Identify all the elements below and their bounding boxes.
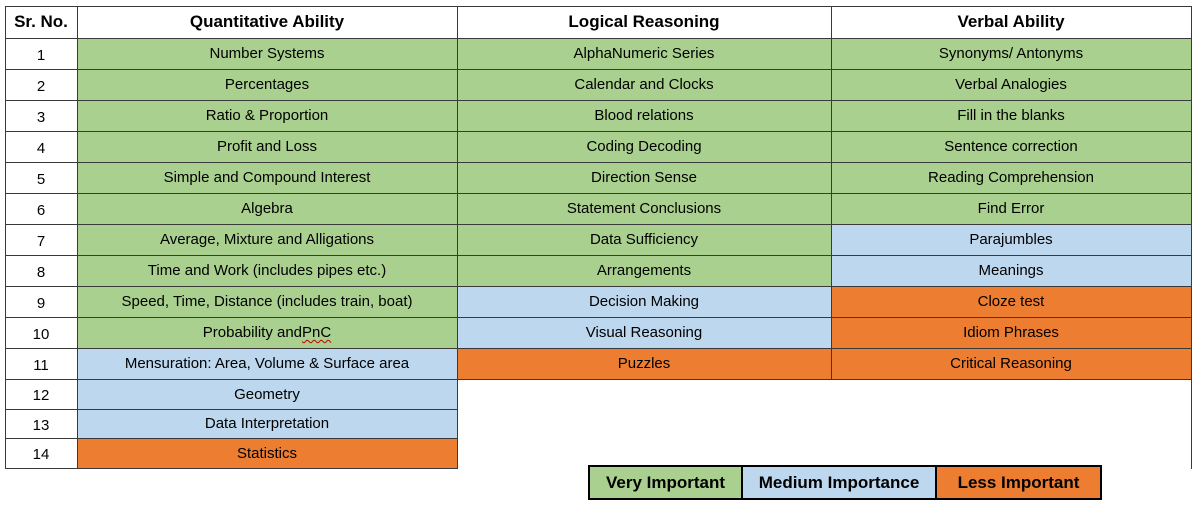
grid-line [5, 409, 457, 410]
topic-cell-verbal-ability: Find Error [831, 193, 1191, 224]
sr-no-cell: 12 [5, 379, 77, 409]
topic-cell-quantitative-ability: Statistics [77, 438, 457, 468]
grid-line [1191, 6, 1192, 469]
topic-cell-verbal-ability: Reading Comprehension [831, 162, 1191, 193]
legend-less-important: Less Important [937, 467, 1100, 498]
topic-cell-quantitative-ability: Probability and PnC [77, 317, 457, 348]
grid-line [5, 255, 1191, 256]
topic-cell-verbal-ability: Verbal Analogies [831, 69, 1191, 100]
sr-no-cell: 9 [5, 286, 77, 317]
grid-line [5, 131, 1191, 132]
topic-cell-logical-reasoning: Calendar and Clocks [457, 69, 831, 100]
grid-line [5, 6, 6, 469]
legend-medium-importance: Medium Importance [743, 467, 937, 498]
grid-line [5, 468, 457, 469]
sr-no-cell: 3 [5, 100, 77, 131]
topic-cell-logical-reasoning: Statement Conclusions [457, 193, 831, 224]
header-logical-reasoning: Logical Reasoning [457, 6, 831, 38]
topic-cell-quantitative-ability: Number Systems [77, 38, 457, 69]
topic-cell-logical-reasoning: Arrangements [457, 255, 831, 286]
topic-cell-logical-reasoning: Coding Decoding [457, 131, 831, 162]
topic-cell-verbal-ability: Synonyms/ Antonyms [831, 38, 1191, 69]
topic-cell-quantitative-ability: Average, Mixture and Alligations [77, 224, 457, 255]
sr-no-cell: 13 [5, 409, 77, 438]
grid-line [5, 379, 1191, 380]
topic-cell-quantitative-ability: Mensuration: Area, Volume & Surface area [77, 348, 457, 379]
grid-line [5, 193, 1191, 194]
legend-very-important: Very Important [590, 467, 743, 498]
topic-cell-logical-reasoning: Blood relations [457, 100, 831, 131]
grid-line [5, 100, 1191, 101]
grid-line [5, 224, 1191, 225]
topic-cell-verbal-ability: Cloze test [831, 286, 1191, 317]
topic-cell-logical-reasoning: AlphaNumeric Series [457, 38, 831, 69]
header-sr-no: Sr. No. [5, 6, 77, 38]
topic-cell-quantitative-ability: Simple and Compound Interest [77, 162, 457, 193]
sr-no-cell: 6 [5, 193, 77, 224]
topic-cell-logical-reasoning: Data Sufficiency [457, 224, 831, 255]
header-quantitative-ability: Quantitative Ability [77, 6, 457, 38]
topic-cell-quantitative-ability: Percentages [77, 69, 457, 100]
grid-line [5, 348, 1191, 349]
sr-no-cell: 4 [5, 131, 77, 162]
topic-cell-quantitative-ability: Data Interpretation [77, 409, 457, 438]
sr-no-cell: 7 [5, 224, 77, 255]
topic-cell-verbal-ability: Critical Reasoning [831, 348, 1191, 379]
grid-line [5, 317, 1191, 318]
sr-no-cell: 5 [5, 162, 77, 193]
topic-cell-quantitative-ability: Geometry [77, 379, 457, 409]
grid-line [5, 286, 1191, 287]
spellcheck-underline: PnC [302, 324, 332, 341]
grid-line [831, 6, 832, 380]
grid-line [457, 6, 458, 469]
topic-cell-logical-reasoning: Visual Reasoning [457, 317, 831, 348]
topic-cell-quantitative-ability: Speed, Time, Distance (includes train, b… [77, 286, 457, 317]
sr-no-cell: 11 [5, 348, 77, 379]
sr-no-cell: 1 [5, 38, 77, 69]
grid-line [5, 438, 457, 439]
header-verbal-ability: Verbal Ability [831, 6, 1191, 38]
grid-line [5, 69, 1191, 70]
topic-cell-logical-reasoning: Puzzles [457, 348, 831, 379]
grid-line [5, 38, 1191, 39]
topic-cell-quantitative-ability: Algebra [77, 193, 457, 224]
grid-line [77, 6, 78, 469]
topic-cell-verbal-ability: Parajumbles [831, 224, 1191, 255]
sr-no-cell: 10 [5, 317, 77, 348]
topic-cell-verbal-ability: Sentence correction [831, 131, 1191, 162]
topic-cell-logical-reasoning: Direction Sense [457, 162, 831, 193]
sr-no-cell: 14 [5, 438, 77, 468]
topic-cell-quantitative-ability: Profit and Loss [77, 131, 457, 162]
grid-line [5, 6, 1191, 7]
topic-cell-verbal-ability: Meanings [831, 255, 1191, 286]
topic-cell-verbal-ability: Fill in the blanks [831, 100, 1191, 131]
topic-cell-quantitative-ability: Time and Work (includes pipes etc.) [77, 255, 457, 286]
topic-cell-verbal-ability: Idiom Phrases [831, 317, 1191, 348]
topic-cell-quantitative-ability: Ratio & Proportion [77, 100, 457, 131]
grid-line [5, 162, 1191, 163]
sr-no-cell: 8 [5, 255, 77, 286]
topic-cell-logical-reasoning: Decision Making [457, 286, 831, 317]
sr-no-cell: 2 [5, 69, 77, 100]
